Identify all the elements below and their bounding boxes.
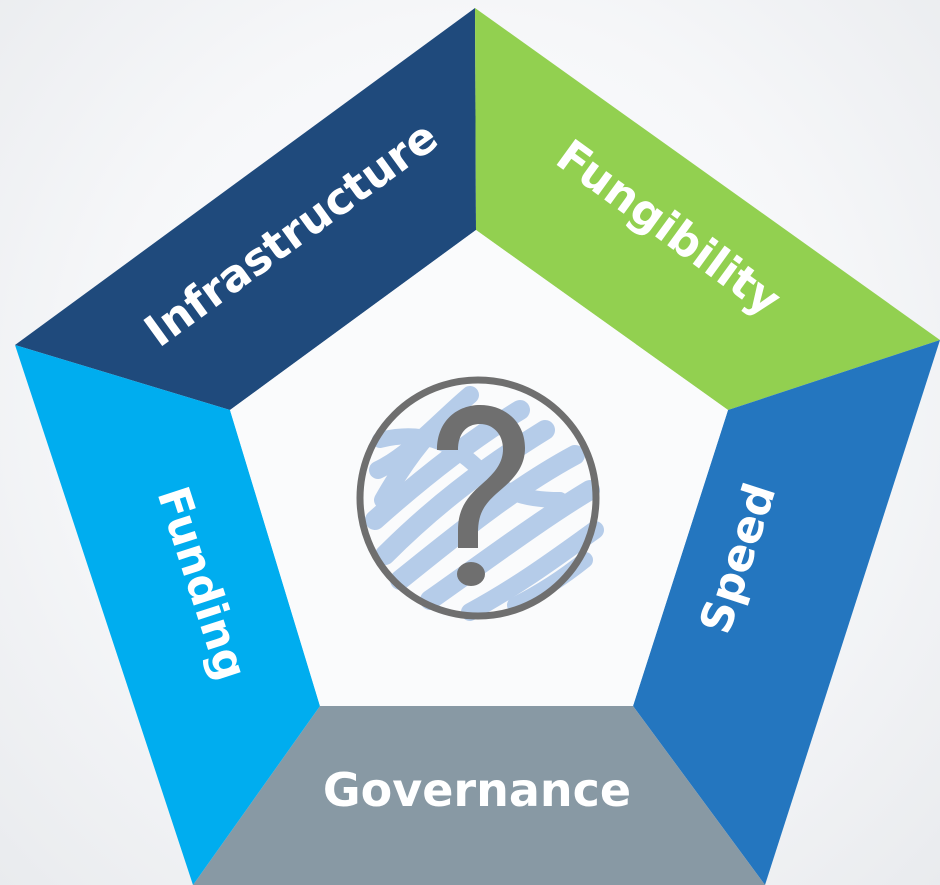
segment-infrastructure — [15, 8, 476, 410]
segment-governance — [193, 706, 765, 885]
segment-funding — [15, 345, 320, 885]
segment-speed — [633, 340, 940, 885]
label-governance: Governance — [323, 763, 631, 817]
question-mark-icon — [356, 376, 604, 621]
segment-fungibility — [475, 8, 940, 410]
